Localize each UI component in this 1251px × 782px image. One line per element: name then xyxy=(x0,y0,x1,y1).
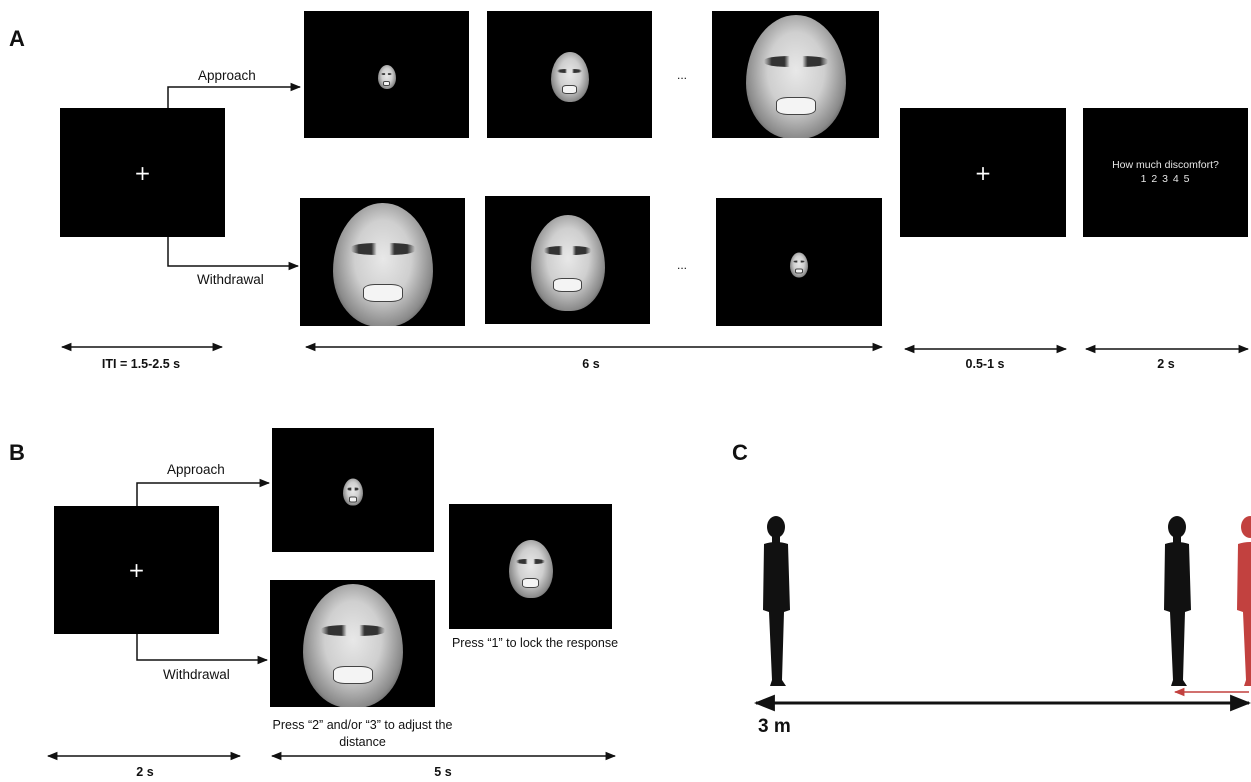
withdrawal-connector-a xyxy=(167,237,300,271)
duration-rating: 2 s xyxy=(1157,357,1175,371)
duration-fixation-b: 2 s xyxy=(136,765,154,779)
duration-response-b: 5 s xyxy=(434,765,452,779)
approach-label-a: Approach xyxy=(198,68,256,83)
approach-frame-1 xyxy=(304,11,469,138)
fixation-screen-a: + xyxy=(60,108,225,237)
face-large xyxy=(745,15,846,138)
adjust-caption: Press “2” and/or “3” to adjust the dista… xyxy=(272,718,453,749)
participant-silhouette xyxy=(763,516,790,686)
panel-label-c: C xyxy=(732,440,748,465)
fixation-screen-a2: + xyxy=(900,108,1066,237)
face-large xyxy=(302,584,403,707)
withdrawal-label-b: Withdrawal xyxy=(163,667,230,682)
fixation-screen-b: + xyxy=(54,506,219,634)
face-large xyxy=(332,202,433,326)
rating-screen: How much discomfort? 1 2 3 4 5 xyxy=(1083,108,1248,237)
face-medium xyxy=(508,540,553,598)
duration-fixation: 0.5-1 s xyxy=(965,357,1005,371)
fixation-cross: + xyxy=(128,558,145,582)
lock-caption: Press “1” to lock the response xyxy=(451,636,619,650)
fixation-cross: + xyxy=(974,160,992,185)
face-small xyxy=(343,478,363,506)
withdrawal-frame-b xyxy=(270,580,435,707)
approach-connector-a xyxy=(167,82,302,108)
approach-frame-2 xyxy=(487,11,652,138)
face-small xyxy=(790,252,808,278)
ellipsis-top: ... xyxy=(677,68,688,82)
approach-frame-3 xyxy=(712,11,879,138)
approach-frame-b xyxy=(272,428,434,552)
distance-label: 3 m xyxy=(758,716,791,737)
fixation-cross: + xyxy=(134,160,151,185)
withdrawal-frame-2 xyxy=(485,196,650,324)
ellipsis-bottom: ... xyxy=(677,258,688,272)
avatar-silhouette xyxy=(1164,516,1191,686)
withdrawal-label-a: Withdrawal xyxy=(197,272,264,287)
approach-label-b: Approach xyxy=(167,462,225,477)
face-small xyxy=(377,65,396,90)
duration-stimulus: 6 s xyxy=(582,357,600,371)
face-medium xyxy=(530,214,605,311)
withdrawal-frame-1 xyxy=(300,198,465,326)
duration-iti: ITI = 1.5-2.5 s xyxy=(101,357,181,371)
withdrawal-frame-3 xyxy=(716,198,882,326)
panel-label-a: A xyxy=(9,26,25,51)
discomfort-question: How much discomfort? xyxy=(1112,159,1219,171)
panel-label-b: B xyxy=(9,440,25,465)
locked-frame-b xyxy=(449,504,612,629)
rating-scale: 1 2 3 4 5 xyxy=(1140,173,1191,185)
withdrawal-connector-b xyxy=(136,634,269,665)
avatar-adjusted-silhouette xyxy=(1237,516,1251,686)
face-medium xyxy=(550,52,589,103)
approach-connector-b xyxy=(136,478,271,506)
